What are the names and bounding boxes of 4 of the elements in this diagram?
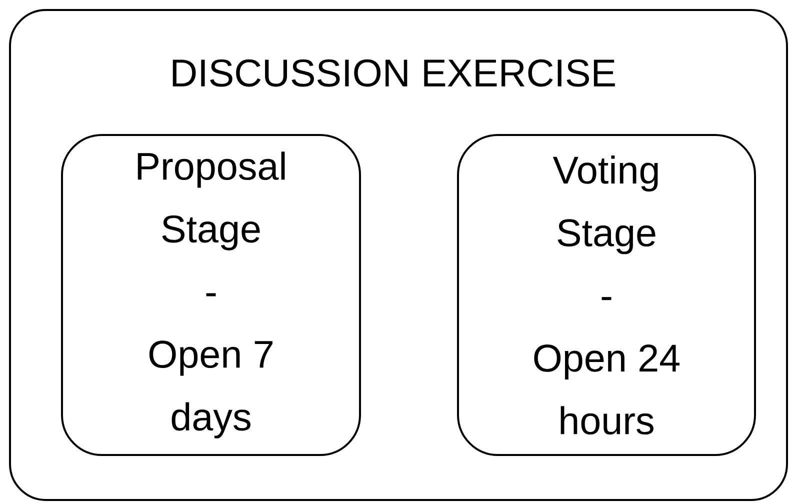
title: DISCUSSION EXERCISE xyxy=(172,59,615,87)
exercise-panel xyxy=(9,9,788,501)
stage-box: Proposal Stage - Open 7 days xyxy=(61,134,361,456)
stage-box: Voting Stage - Open 24 hours xyxy=(457,134,756,456)
